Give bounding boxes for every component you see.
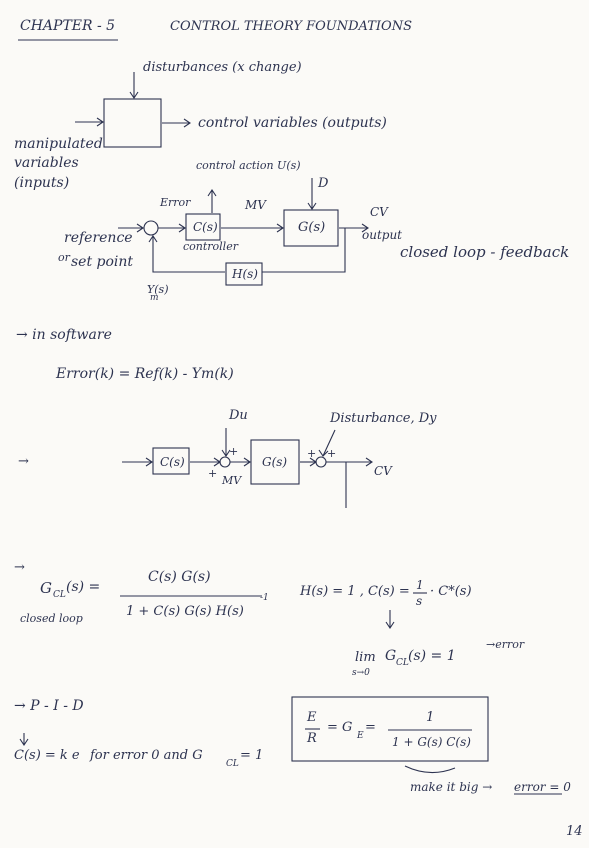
box-e: E <box>307 710 317 725</box>
c-block-2 <box>152 447 190 475</box>
box-denominator: 1 + G(s) C(s) <box>392 735 471 749</box>
plus-mv: + <box>208 467 218 480</box>
feedback-path <box>262 228 346 273</box>
gcl-limit-value: (s) = 1 <box>408 648 456 664</box>
cv-label: CV <box>370 205 388 219</box>
c-star: · C*(s) <box>430 584 472 599</box>
make-it-big-note: make it big → <box>410 780 493 794</box>
pid-gcl-subscript: CL <box>226 759 239 769</box>
error-equation: Error(k) = Ref(k) - Ym(k) <box>56 366 234 382</box>
chapter-label: CHAPTER - 5 <box>20 18 116 34</box>
limit-subscript: s→0 <box>352 668 370 678</box>
h-exponent: -1 <box>260 593 269 603</box>
limit-symbol: lim <box>355 650 376 665</box>
sensor-h-block <box>225 262 263 286</box>
pid-condition: for error 0 and G <box>90 748 203 763</box>
cv-label-2: CV <box>374 464 392 478</box>
reference-label: reference <box>64 230 133 246</box>
gcl-argument: (s) = <box>66 579 101 595</box>
box-eq: = G <box>327 720 353 735</box>
summing-junction <box>143 220 159 236</box>
page-number: 14 <box>566 824 583 839</box>
software-label: → in software <box>16 327 112 343</box>
output-label: output <box>362 228 403 242</box>
error-note: →error <box>486 638 525 651</box>
du-label: Du <box>229 408 248 423</box>
gcl-denominator: 1 + C(s) G(s) H(s) <box>126 604 244 619</box>
closed-loop-note: closed loop <box>20 612 83 625</box>
frac-denominator: s <box>416 594 423 608</box>
control-action-label: control action U(s) <box>196 159 301 172</box>
dy-label: Disturbance, Dy <box>330 411 437 426</box>
transfer-arrow: → <box>14 560 25 575</box>
inputs-label-3: (inputs) <box>14 175 70 191</box>
error-equation-box <box>291 696 489 762</box>
box-eq-subscript: E <box>357 731 364 741</box>
plant-block <box>103 98 162 148</box>
or-label: or <box>58 251 70 264</box>
inputs-label-2: variables <box>14 155 79 171</box>
gcl-subscript: CL <box>53 590 66 600</box>
gcl-limit-symbol: G <box>385 648 397 664</box>
g-block-2-label: G(s) <box>262 455 288 469</box>
gcl-symbol: G <box>40 579 52 597</box>
gcl-limit-subscript: CL <box>396 658 409 668</box>
box-numerator: 1 <box>426 710 435 725</box>
gcl-numerator: C(s) G(s) <box>148 569 211 585</box>
controller-block <box>185 213 221 241</box>
ym-label: Y(s) <box>147 283 169 296</box>
c-block-label: C(s) <box>193 220 218 234</box>
box-eq2: = <box>365 720 376 735</box>
plant-g-block <box>283 209 339 247</box>
mv-label: MV <box>245 198 266 212</box>
page-title: CONTROL THEORY FOUNDATIONS <box>170 19 412 34</box>
closed-loop-caption: closed loop - feedback <box>400 243 570 261</box>
error-zero-note: error = 0 <box>514 780 571 794</box>
mv-label-2: MV <box>222 474 242 487</box>
disturbances-label: disturbances (x change) <box>143 60 302 75</box>
plus-du: + <box>229 445 239 458</box>
diagram-arrow: → <box>18 454 29 469</box>
pid-gcl-value: = 1 <box>240 748 264 763</box>
d-label: D <box>318 176 329 191</box>
error-label: Error <box>160 196 191 209</box>
frac-numerator: 1 <box>416 578 424 592</box>
du-junction <box>219 456 231 468</box>
pid-c-equation: C(s) = k e <box>14 748 80 763</box>
g-block-label: G(s) <box>298 220 326 235</box>
h-block-label: H(s) <box>232 267 258 281</box>
set-point-label: set point <box>71 254 134 270</box>
outputs-label: control variables (outputs) <box>198 115 387 131</box>
dy-junction <box>315 456 327 468</box>
g-block-2 <box>250 439 300 485</box>
h-c-equation: H(s) = 1 , C(s) = <box>300 584 410 599</box>
plus-dy: + <box>327 447 337 460</box>
box-r: R <box>307 731 317 746</box>
inputs-label-1: manipulated <box>14 136 103 152</box>
pid-label: → P - I - D <box>14 698 84 714</box>
c-block-2-label: C(s) <box>160 455 185 469</box>
ym-subscript: m <box>150 293 159 303</box>
plus-g: + <box>307 447 317 460</box>
controller-label: controller <box>183 240 238 253</box>
